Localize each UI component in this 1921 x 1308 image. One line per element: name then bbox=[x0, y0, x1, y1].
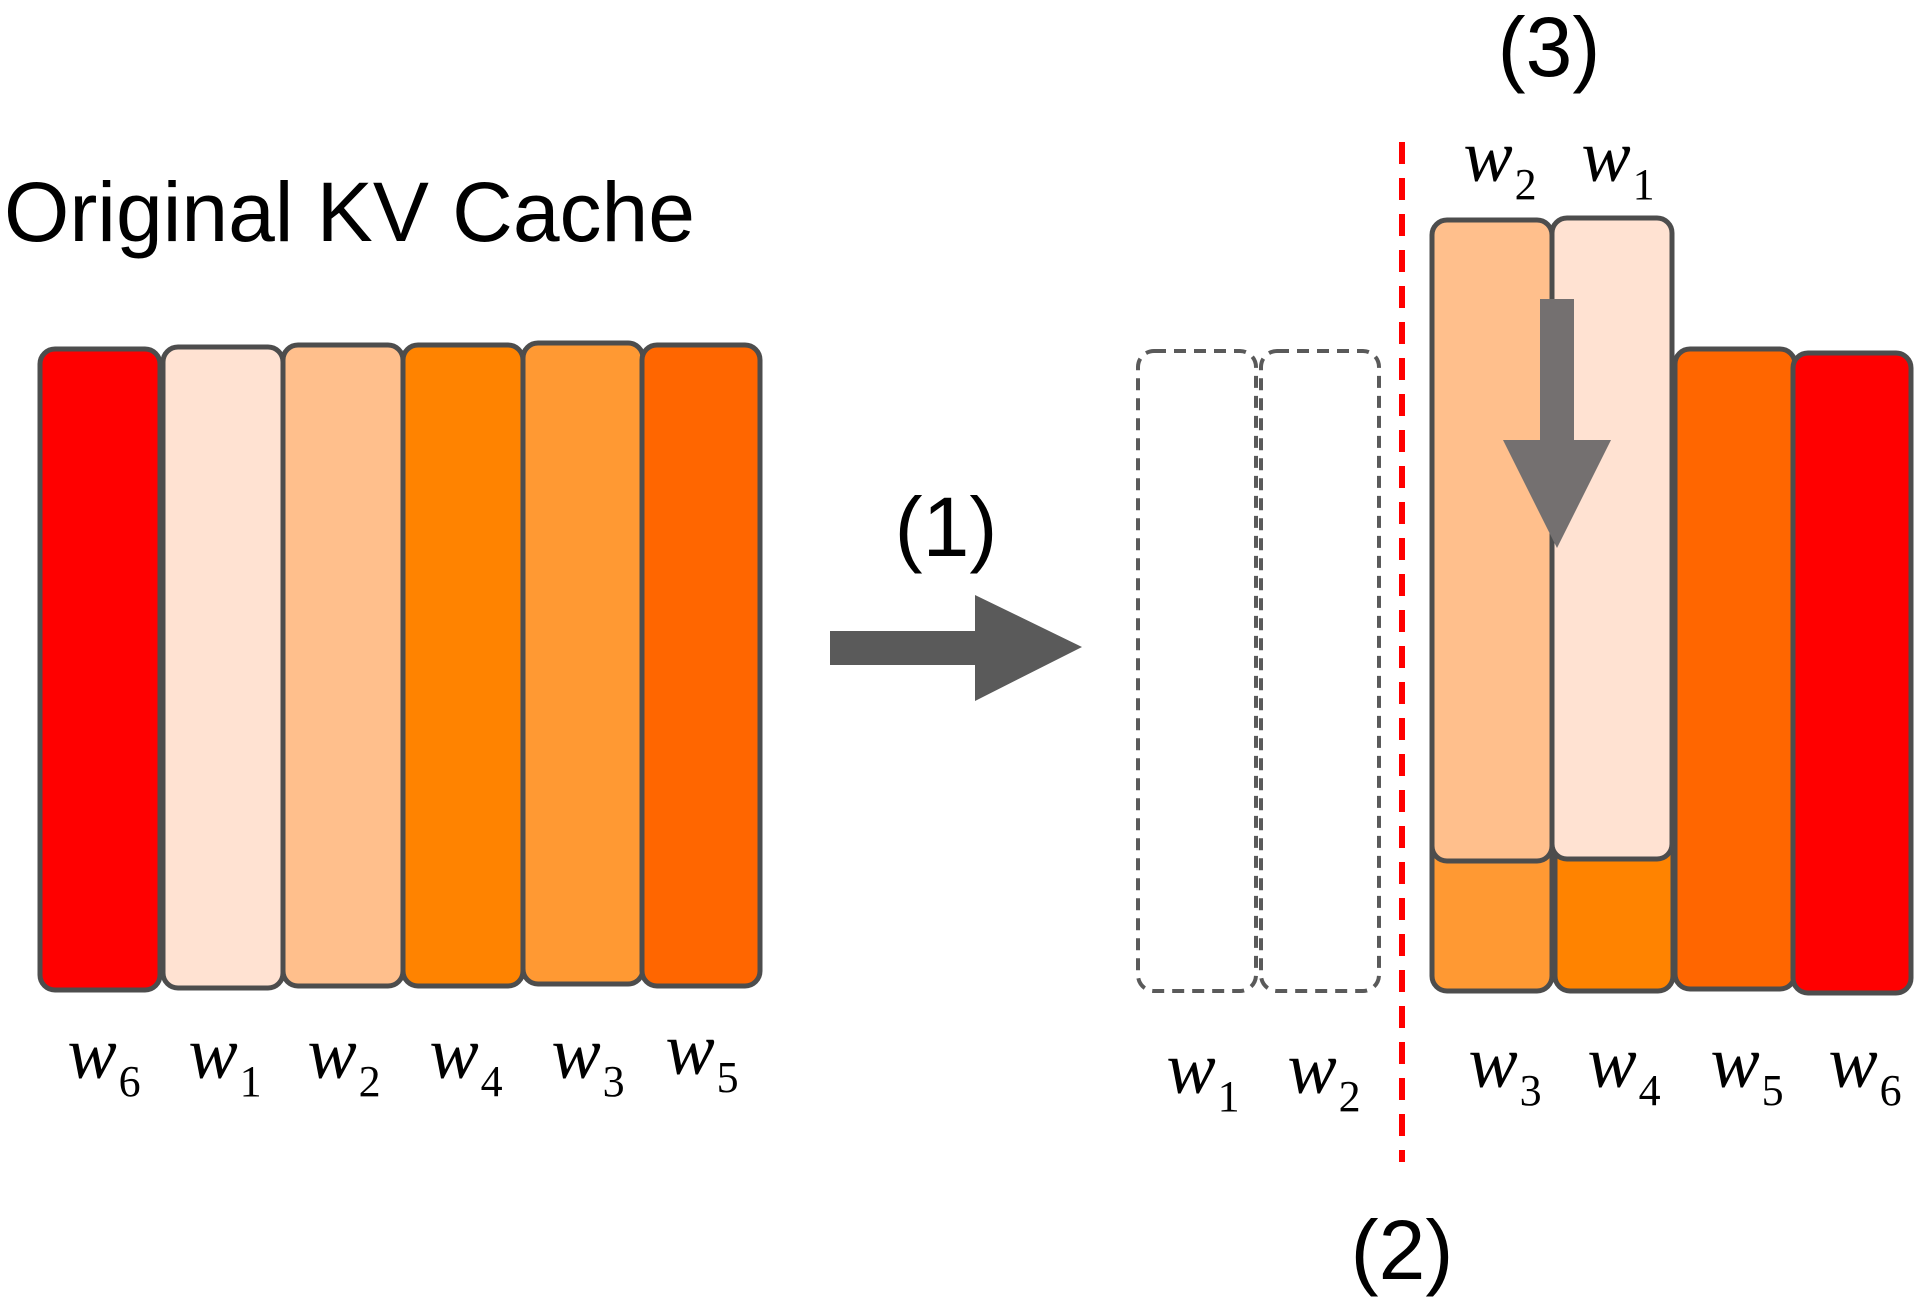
merged-overlay bbox=[1429, 215, 1675, 864]
evicted-label-w2: w2 bbox=[1287, 1028, 1361, 1121]
step-marker-1: (1) bbox=[894, 480, 998, 574]
merged-block-w2 bbox=[1429, 217, 1555, 864]
merged-label-w2: w2 bbox=[1463, 116, 1537, 209]
original-block-w5 bbox=[639, 342, 763, 989]
original-label-w3: w3 bbox=[551, 1013, 625, 1106]
transition-arrow bbox=[830, 595, 1082, 701]
kept-block-w5 bbox=[1672, 346, 1798, 992]
original-block-w2 bbox=[280, 342, 406, 989]
original-label-w5: w5 bbox=[665, 1009, 739, 1102]
original-block-w1 bbox=[160, 344, 286, 991]
original-label-w2: w2 bbox=[307, 1013, 381, 1106]
evicted-slot-w2 bbox=[1259, 349, 1381, 993]
original-block-w6 bbox=[37, 346, 163, 993]
evicted-slots bbox=[1136, 349, 1381, 993]
original-kv-cache-title: Original KV Cache bbox=[4, 165, 695, 259]
step-marker-3: (3) bbox=[1497, 0, 1601, 94]
kept-label-w6: w6 bbox=[1828, 1022, 1902, 1115]
step-marker-2: (2) bbox=[1350, 1203, 1454, 1297]
original-label-w6: w6 bbox=[67, 1013, 141, 1106]
original-block-w3 bbox=[520, 340, 646, 987]
merged-label-w1: w1 bbox=[1581, 116, 1655, 209]
original-block-w4 bbox=[400, 342, 526, 989]
kept-label-w5: w5 bbox=[1710, 1022, 1784, 1115]
kept-label-w3: w3 bbox=[1468, 1022, 1542, 1115]
kept-block-w6 bbox=[1790, 350, 1914, 996]
original-label-w4: w4 bbox=[429, 1013, 503, 1106]
evicted-label-w1: w1 bbox=[1166, 1028, 1240, 1121]
original-kv-cache bbox=[37, 340, 763, 993]
kept-label-w4: w4 bbox=[1587, 1022, 1661, 1115]
original-label-w1: w1 bbox=[188, 1013, 262, 1106]
merge-down-arrow bbox=[1503, 299, 1611, 548]
merged-block-w1 bbox=[1549, 215, 1675, 862]
evicted-slot-w1 bbox=[1136, 349, 1258, 993]
